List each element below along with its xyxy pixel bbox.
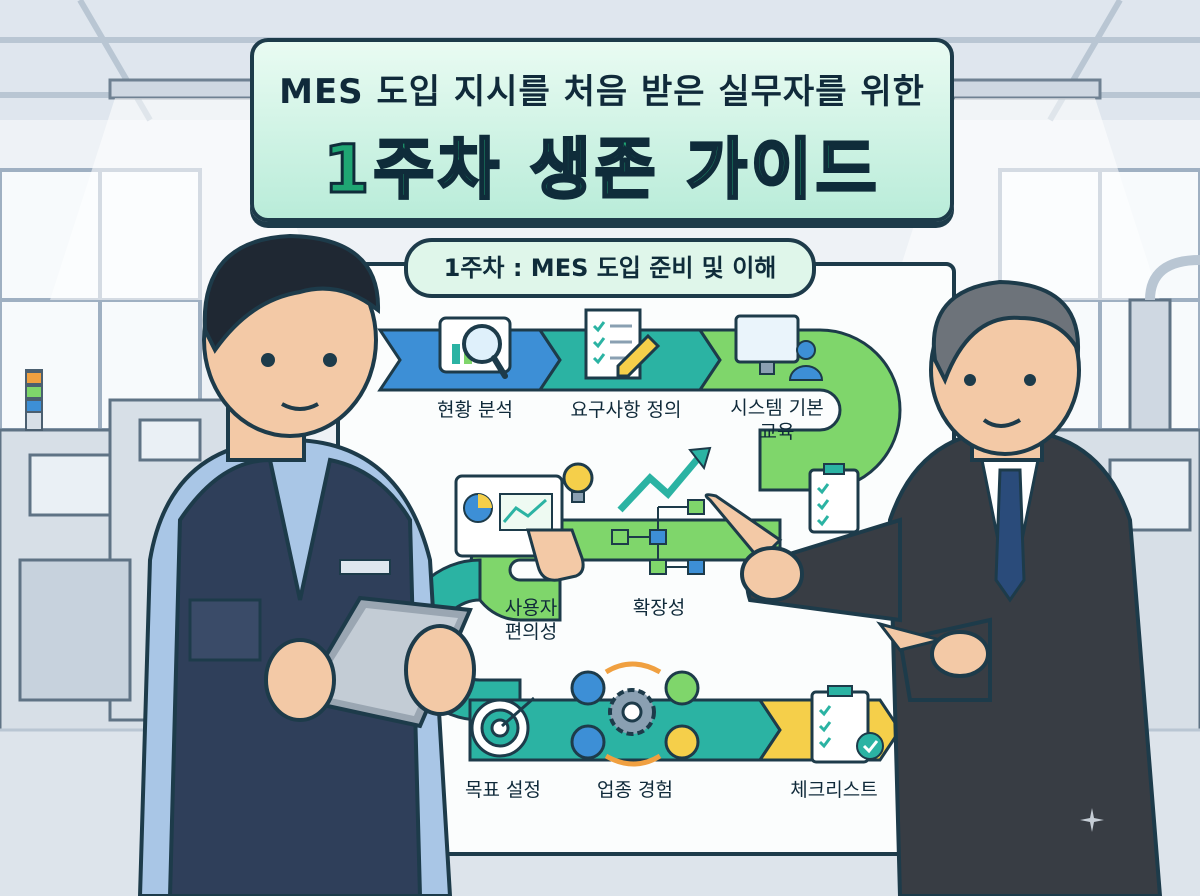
signal-tower-icon xyxy=(25,369,43,431)
clipboard-check-icon xyxy=(810,685,884,764)
step-label-checklist: 체크리스트 xyxy=(790,779,878,801)
clipboard-icon xyxy=(808,463,860,534)
growth-diagram-icon xyxy=(611,446,712,575)
step-label-current-analysis: 현황 분석 xyxy=(437,399,513,421)
ceiling-light-right xyxy=(890,78,1160,300)
title-main: 1주차 생존 가이드 xyxy=(322,130,881,210)
step-label-scalability: 확장성 xyxy=(632,597,686,619)
gear-cycle-icon xyxy=(570,661,700,767)
checklist-pencil-icon xyxy=(584,308,661,380)
light-bulb-icon xyxy=(562,462,594,503)
step-label-goal-setting: 목표 설정 xyxy=(465,779,541,801)
title-subtitle: MES 도입 지시를 처음 받은 실무자를 위한 xyxy=(279,72,925,112)
worker-character xyxy=(137,233,476,896)
target-icon xyxy=(470,696,535,758)
dashboard-hand-icon xyxy=(454,474,585,582)
magnifier-chart-icon xyxy=(438,316,512,379)
step-label-industry-experience: 업종 경험 xyxy=(597,779,673,801)
step-label-requirements: 요구사항 정의 xyxy=(570,399,682,421)
week-label: 1주차 : MES 도입 준비 및 이해 xyxy=(404,238,816,298)
step-label-usability: 사용자 편의성 xyxy=(504,597,558,643)
manager-character xyxy=(704,279,1163,896)
sparkle-icon xyxy=(1080,808,1104,832)
title-banner: MES 도입 지시를 처음 받은 실무자를 위한 1주차 생존 가이드 xyxy=(250,38,954,222)
monitor-user-icon xyxy=(734,314,824,381)
step-label-system-training: 시스템 기본 교육 xyxy=(730,397,824,443)
